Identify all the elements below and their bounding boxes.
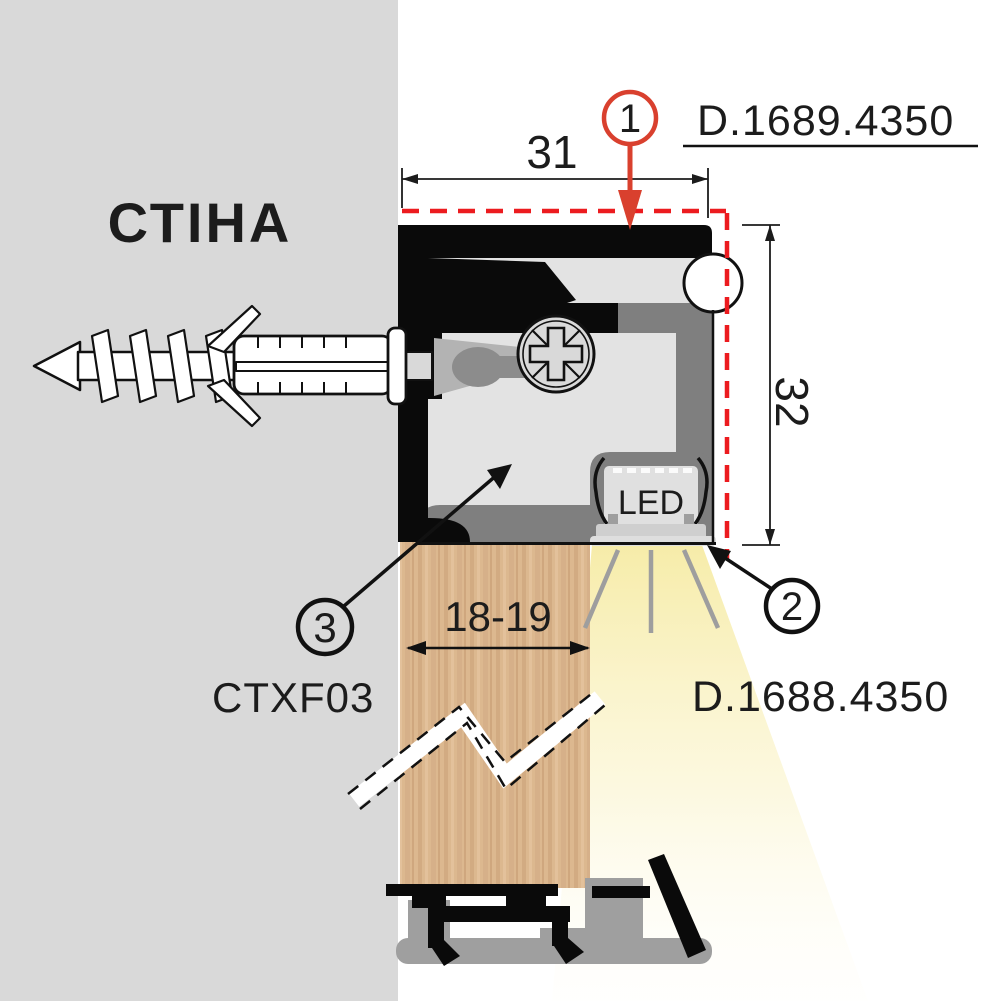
callout-1-number: 1 (619, 97, 641, 141)
callout-1-badge: 1 (601, 89, 659, 230)
led-clip-left (593, 456, 609, 526)
callout-3-arrow (487, 464, 512, 489)
wall-region (0, 0, 398, 1001)
wall-label: СТІНА (108, 191, 293, 254)
callout-2-arrow (707, 545, 731, 569)
callout-3-badge: 3 (295, 464, 512, 657)
wood-panel (400, 538, 590, 888)
dim-right-height: 32 (742, 224, 818, 546)
dim-panel-thickness: 18-19 (406, 593, 590, 655)
light-rays (582, 549, 721, 633)
dim-top-width: 31 (401, 126, 709, 218)
screw-anchor-icon (32, 304, 433, 428)
bottom-profile (386, 854, 712, 966)
callout-1-arrow (618, 190, 642, 230)
led-label: LED (618, 484, 684, 522)
dim-top-width-label: 31 (526, 126, 577, 178)
profile-notch (682, 252, 744, 314)
part-code-top-profile: D.1689.4350 (683, 97, 978, 148)
part-code-accessory: CTXF03 (212, 674, 374, 721)
dim-right-height-label: 32 (766, 376, 818, 427)
red-boundary-dashed (402, 208, 730, 560)
callout-2-badge: 2 (707, 545, 821, 635)
part-code-bottom-profile: D.1688.4350 (692, 673, 949, 721)
led-clip-right (693, 456, 709, 526)
screw-head-icon (516, 314, 596, 394)
dim-panel-thickness-label: 18-19 (444, 593, 551, 640)
callout-3-number: 3 (313, 604, 336, 651)
main-profile: LED (398, 225, 744, 633)
svg-text:D.1689.4350: D.1689.4350 (697, 97, 954, 145)
callout-2-number: 2 (781, 585, 803, 629)
break-line (347, 690, 606, 810)
